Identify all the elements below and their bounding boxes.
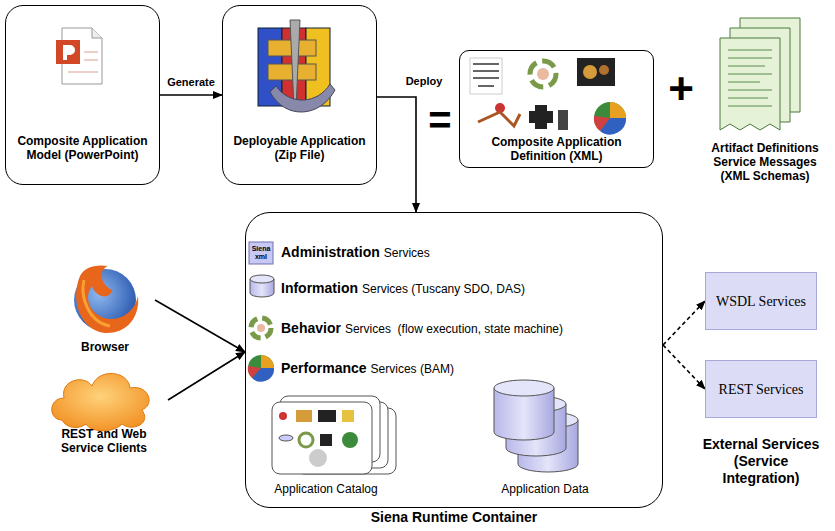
group-label: External Services (Service Integration) <box>696 436 826 487</box>
service-row: Behavior Services (flow execution, state … <box>281 320 563 336</box>
service-detail: Services <box>384 246 430 260</box>
node-label: Browser <box>81 340 129 354</box>
database-icon <box>250 275 274 297</box>
node-label: Deployable Application (Zip File) <box>229 134 370 162</box>
external-service-box: REST Services <box>705 360 817 418</box>
service-name: Performance <box>281 360 367 376</box>
node-label: WSDL Services <box>716 293 806 310</box>
pie-icon <box>248 355 274 382</box>
browser-icon <box>74 265 138 333</box>
icon-text: Siena <box>252 245 271 253</box>
service-name: Administration <box>281 244 380 260</box>
catalog-label: Application Catalog <box>274 482 377 496</box>
application-data-cylinders <box>494 380 578 472</box>
package-box: Deployable Application (Zip File) <box>222 5 377 185</box>
container-title: Siena Runtime Container <box>246 509 662 525</box>
browser-client: Browser <box>55 258 155 360</box>
powerpoint-icon <box>56 28 102 84</box>
artifact-icons <box>470 58 626 135</box>
node-label: Artifact Definitions Service Messages (X… <box>702 141 828 183</box>
service-detail: Services (Tuscany SDO, DAS) <box>362 282 525 296</box>
application-catalog-stack <box>272 396 396 474</box>
service-row: Administration Services <box>281 244 430 260</box>
service-name: Behavior <box>281 320 341 336</box>
service-detail: Services (BAM) <box>371 362 454 376</box>
icon-text: xml <box>255 253 267 261</box>
node-label: Composite Application Definition (XML) <box>466 135 647 163</box>
schema-group: Artifact Definitions Service Messages (X… <box>700 5 830 187</box>
node-label: REST Services <box>719 381 804 398</box>
clients-cloud <box>52 373 149 430</box>
service-name: Information <box>281 280 358 296</box>
data-label: Application Data <box>501 482 588 496</box>
definition-box: Composite Application Definition (XML) <box>459 50 654 168</box>
plus-sign: + <box>668 62 694 115</box>
edge-label: Generate <box>165 76 217 89</box>
schema-pages-icon <box>720 18 800 130</box>
siena-xml-icon <box>249 242 273 264</box>
connector-arrow <box>377 97 416 212</box>
edge-label: Deploy <box>404 75 445 88</box>
node-label: Composite Application Model (PowerPoint) <box>12 134 153 162</box>
connector-arrow <box>663 301 705 345</box>
connector-arrow <box>160 94 222 96</box>
zip-icon <box>258 20 335 112</box>
service-row: Information Services (Tuscany SDO, DAS) <box>281 280 525 296</box>
connector-arrow <box>155 300 245 352</box>
model-box: Composite Application Model (PowerPoint) <box>5 5 160 185</box>
connector-arrow <box>168 352 245 400</box>
service-detail: Services (flow execution, state machine) <box>345 322 563 336</box>
external-service-box: WSDL Services <box>705 272 817 330</box>
node-label: REST and Web Service Clients <box>40 427 168 455</box>
service-client: REST and Web Service Clients <box>40 365 168 457</box>
behavior-icon <box>251 318 271 338</box>
service-row: Performance Services (BAM) <box>281 360 454 376</box>
connector-arrow <box>663 345 705 389</box>
equals-sign: = <box>428 96 451 144</box>
